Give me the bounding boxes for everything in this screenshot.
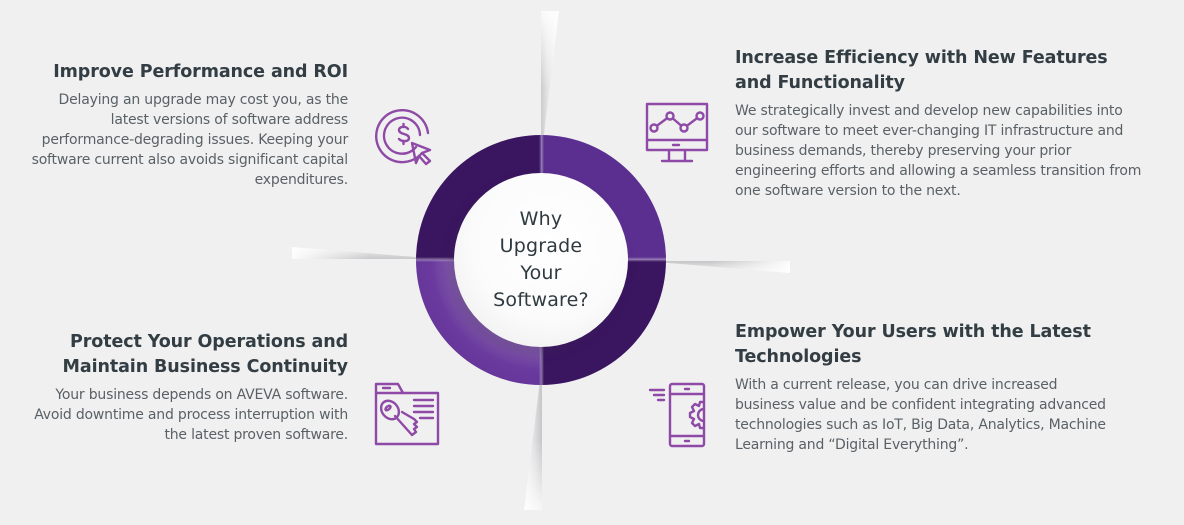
section-body: We strategically invest and develop new …	[735, 103, 1142, 199]
section-increase-efficiency: Increase Efficiency with New Features an…	[735, 46, 1145, 201]
divider-left-highlight	[292, 247, 422, 259]
divider-bottom-highlight	[524, 382, 542, 510]
section-body: With a current release, you can drive in…	[735, 377, 1106, 453]
section-title: Empower Your Users with the Latest Techn…	[735, 322, 1091, 367]
center-hub: Why Upgrade Your Software?	[454, 173, 628, 347]
section-body: Delaying an upgrade may cost you, as the…	[31, 92, 349, 188]
section-protect-operations: Protect Your Operations and Maintain Bus…	[20, 330, 348, 445]
section-title: Improve Performance and ROI	[53, 62, 348, 82]
center-title: Why Upgrade Your Software?	[493, 208, 589, 311]
section-improve-performance: Improve Performance and ROI Delaying an …	[20, 60, 349, 190]
mobile-gear-icon	[642, 380, 712, 450]
divider-top-highlight	[541, 11, 559, 141]
folder-key-icon	[370, 380, 440, 450]
section-empower-users: Empower Your Users with the Latest Techn…	[735, 320, 1115, 455]
section-title: Protect Your Operations and Maintain Bus…	[62, 332, 349, 377]
section-body: Your business depends on AVEVA software.…	[34, 387, 348, 443]
divider-right-highlight	[662, 261, 790, 273]
monitor-chart-icon	[642, 100, 712, 170]
dollar-cursor-icon	[370, 103, 440, 173]
section-title: Increase Efficiency with New Features an…	[735, 48, 1108, 93]
